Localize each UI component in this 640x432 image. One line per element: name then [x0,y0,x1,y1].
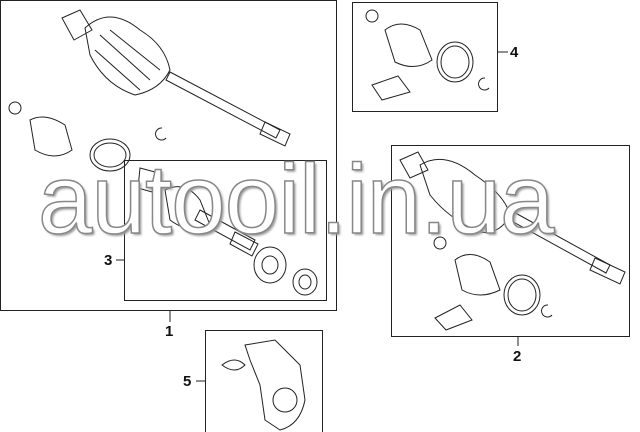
callout-3: 3 [104,252,113,269]
watermark: autooil.in.ua [37,144,555,254]
callout-5: 5 [183,373,192,390]
boot-kit-2 [433,236,553,331]
boot-kit-1 [8,101,167,172]
group-1-box [0,0,337,311]
drive-shaft-assembly-2 [399,151,626,285]
bearing-bracket-5 [221,339,306,431]
group-3-box [124,160,327,301]
callout-1: 1 [165,323,174,340]
drive-shaft-assembly-1 [61,9,291,147]
group-2-box [391,145,630,337]
boot-kit-4 [365,9,490,101]
group-5-box [205,330,323,432]
inner-joint-assembly-3 [137,167,318,296]
group-4-box [352,2,498,112]
callout-2: 2 [513,348,522,365]
callout-4: 4 [510,44,519,61]
